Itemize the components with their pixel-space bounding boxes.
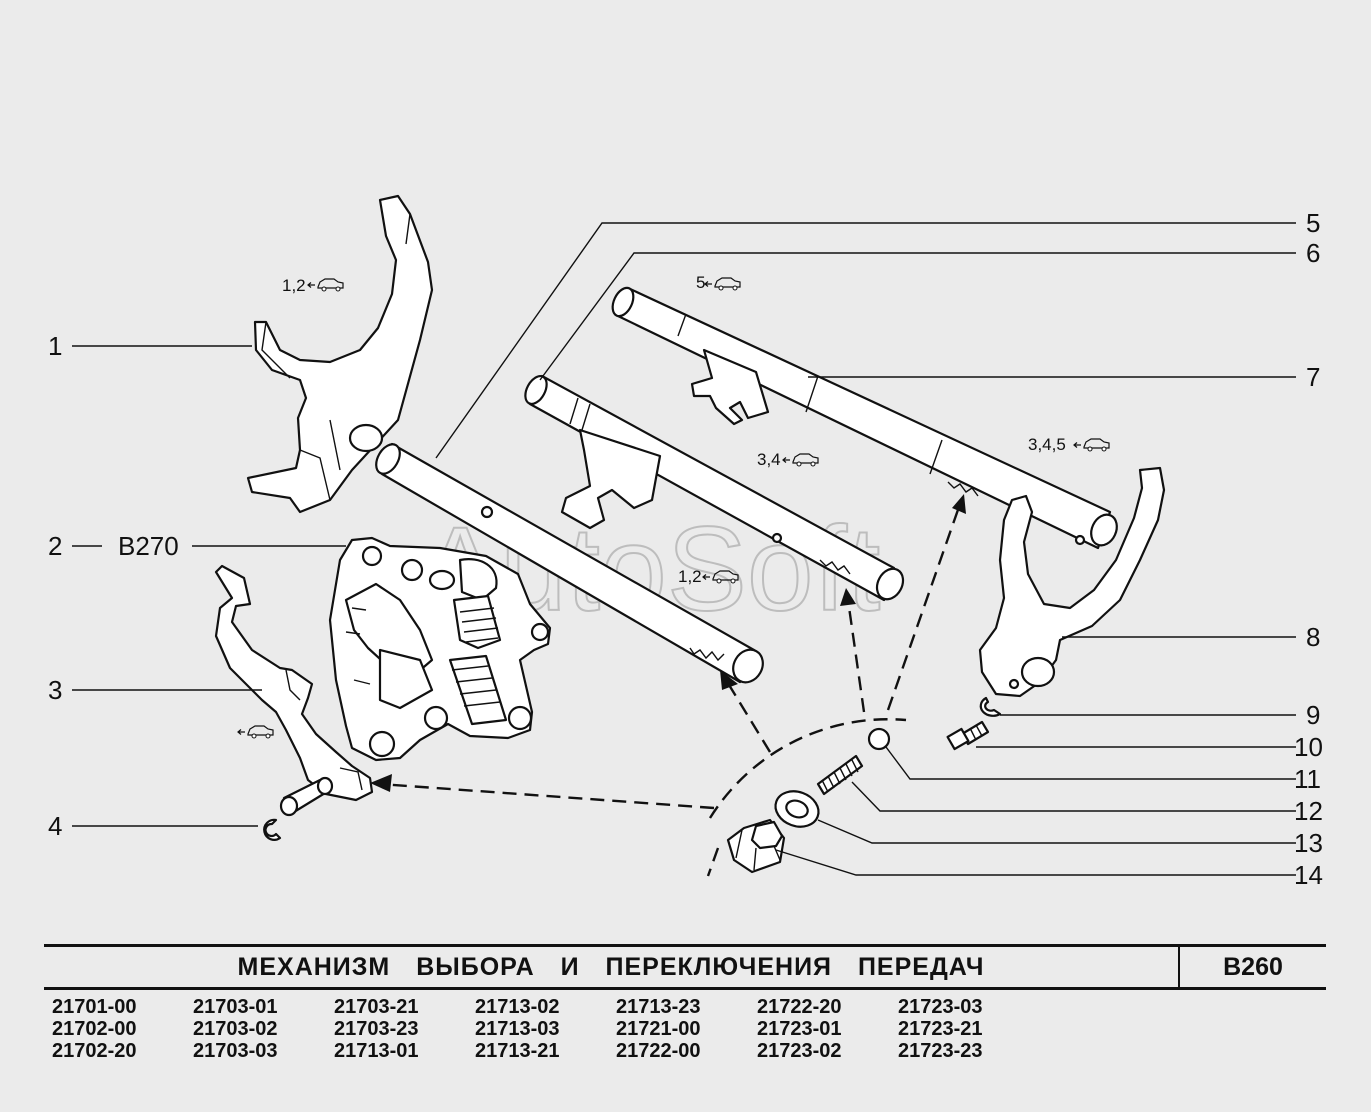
model-code: 21713-21: [475, 1040, 560, 1062]
callout-7: 7: [1306, 362, 1320, 392]
callout-2-ref: B270: [118, 531, 179, 561]
callout-1: 1: [48, 331, 62, 361]
model-code: 21723-02: [757, 1040, 842, 1062]
shift-rod-1-2: [375, 442, 764, 684]
model-code: 21713-23: [616, 996, 701, 1018]
retaining-clip: [263, 818, 282, 841]
shift-fork-3-4-5: [978, 466, 1166, 698]
model-code: 21703-21: [334, 996, 419, 1018]
title-block: МЕХАНИЗМ ВЫБОРА И ПЕРЕКЛЮЧЕНИЯ ПЕРЕДАЧ B…: [44, 944, 1326, 990]
model-code: 21722-20: [757, 996, 842, 1018]
gear-note-rod-6: 3,4: [757, 450, 781, 469]
shift-rod-5: [611, 286, 1118, 550]
model-code: 21703-02: [193, 1018, 278, 1040]
callout-10: 10: [1294, 732, 1323, 762]
gear-note-rod-7: 5: [696, 273, 705, 292]
callout-6: 6: [1306, 238, 1320, 268]
model-code: 21723-01: [757, 1018, 842, 1040]
model-code: 21703-23: [334, 1018, 419, 1040]
callout-14: 14: [1294, 860, 1323, 890]
gear-selector-mechanism: [328, 536, 552, 762]
model-code: 21722-00: [616, 1040, 701, 1062]
reverse-car-icon: [237, 725, 274, 739]
model-code: 21723-21: [898, 1018, 983, 1040]
reverse-car-icon: [1073, 438, 1110, 452]
reverse-car-icon: [782, 453, 819, 467]
reverse-car-icon: [704, 277, 741, 291]
gear-note-rod-5: 1,2: [678, 567, 702, 586]
model-code: 21723-03: [898, 996, 983, 1018]
parts-diagram: AutoSoft 1,2: [48, 194, 1323, 890]
plug-screw: [726, 818, 786, 874]
detent-spring: [816, 754, 864, 796]
sealing-washer: [774, 790, 820, 828]
diagram-code: B260: [1178, 947, 1326, 987]
gear-note-fork-8: 3,4,5: [1028, 435, 1066, 454]
callout-13: 13: [1294, 828, 1323, 858]
callout-12: 12: [1294, 796, 1323, 826]
assembly-arrows: [370, 494, 966, 877]
model-code: 21713-03: [475, 1018, 560, 1040]
detent-ball: [867, 727, 891, 751]
callout-5: 5: [1306, 208, 1320, 238]
model-code: 21713-01: [334, 1040, 419, 1062]
model-code: 21713-02: [475, 996, 560, 1018]
callout-8: 8: [1306, 622, 1320, 652]
model-code: 21701-00: [52, 996, 137, 1018]
leader-lines: [72, 222, 1296, 876]
callout-2: 2: [48, 531, 62, 561]
model-code: 21703-01: [193, 996, 278, 1018]
model-code: 21702-20: [52, 1040, 137, 1062]
shift-fork-1-2: [246, 194, 434, 514]
callout-4: 4: [48, 811, 62, 841]
model-code: 21721-00: [616, 1018, 701, 1040]
callout-9: 9: [1306, 700, 1320, 730]
callout-11: 11: [1294, 764, 1321, 794]
model-list: 21701-00 21703-01 21703-21 21713-02 2171…: [52, 996, 1039, 1062]
lock-washer: [979, 696, 1002, 717]
reverse-lever-pin: [279, 776, 334, 817]
shift-rod-3-4: [524, 374, 905, 602]
model-code: 21723-23: [898, 1040, 983, 1062]
diagram-title: МЕХАНИЗМ ВЫБОРА И ПЕРЕКЛЮЧЕНИЯ ПЕРЕДАЧ: [237, 952, 985, 981]
model-code: 21702-00: [52, 1018, 137, 1040]
fixing-bolt: [946, 720, 990, 751]
model-code: 21703-03: [193, 1040, 278, 1062]
gear-note-fork-1: 1,2: [282, 276, 306, 295]
reverse-car-icon: [307, 278, 344, 292]
callout-3: 3: [48, 675, 62, 705]
